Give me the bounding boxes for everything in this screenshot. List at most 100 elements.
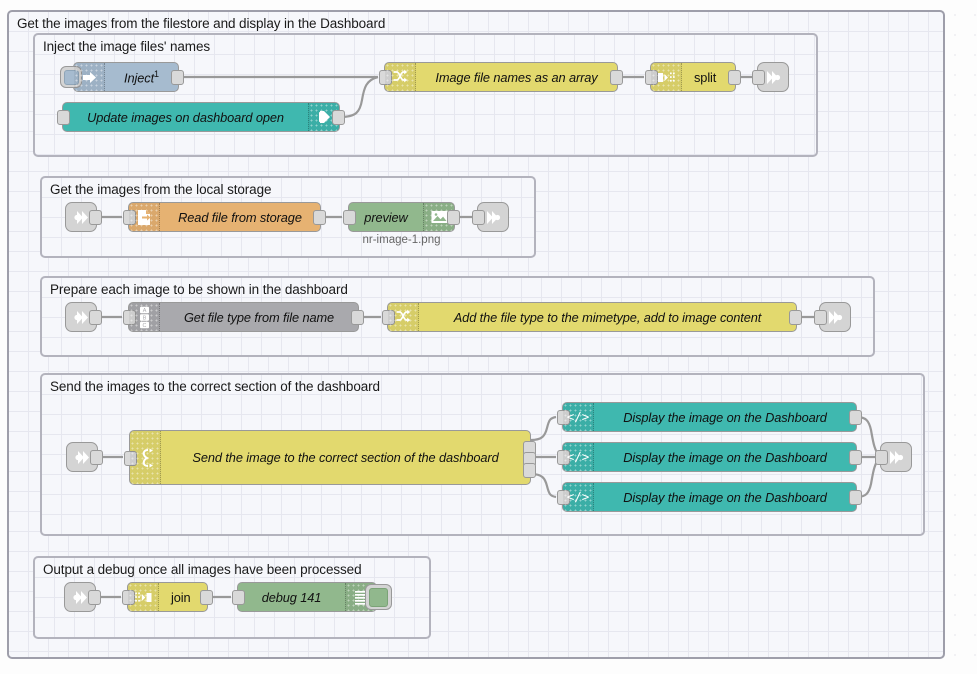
- code-template-icon: </>: [563, 483, 594, 511]
- join-icon: [128, 583, 159, 611]
- group-label-outer: Get the images from the filestore and di…: [17, 16, 386, 31]
- node-debug-label: debug 141: [261, 589, 322, 605]
- split-output-port[interactable]: [728, 70, 741, 85]
- function-shuffle-icon: [388, 303, 419, 331]
- node-add-mimetype[interactable]: Add the file type to the mimetype, add t…: [382, 302, 802, 332]
- get-file-type-input-port[interactable]: [123, 310, 136, 325]
- link-in-icon: [72, 590, 87, 604]
- node-file-read[interactable]: Read file from storage: [123, 202, 326, 232]
- get-file-type-output-port[interactable]: [351, 310, 364, 325]
- preview-filename-sublabel: nr-image-1.png: [362, 234, 441, 246]
- template-1-output-port[interactable]: [849, 410, 862, 425]
- file-read-output-port[interactable]: [313, 210, 326, 225]
- svg-text:</>: </>: [567, 410, 589, 424]
- debug-toggle-face: [369, 587, 388, 607]
- link-out-icon: [486, 210, 500, 224]
- template-3-output-port[interactable]: [849, 490, 862, 505]
- node-link-out-2[interactable]: [472, 202, 509, 232]
- preview-input-port[interactable]: [343, 210, 356, 225]
- node-ui-control-label: Update images on dashboard open: [87, 109, 284, 125]
- link-in-3-output-port[interactable]: [90, 450, 103, 465]
- group-label-inject: Inject the image files' names: [43, 39, 211, 54]
- node-link-out-4[interactable]: [875, 442, 912, 472]
- node-split[interactable]: split: [645, 62, 741, 92]
- image-preview-icon: [423, 203, 454, 231]
- link-out-icon: [766, 70, 780, 84]
- function-shuffle-icon: [385, 63, 416, 91]
- template-2-output-port[interactable]: [849, 450, 862, 465]
- node-link-in-2[interactable]: [65, 302, 102, 332]
- link-in-4-output-port[interactable]: [88, 590, 101, 605]
- node-ui-template-3[interactable]: </> Display the image on the Dashboard: [557, 482, 862, 512]
- join-output-port[interactable]: [200, 590, 213, 605]
- debug-enable-toggle[interactable]: [365, 584, 392, 610]
- node-ui-template-1[interactable]: </> Display the image on the Dashboard: [557, 402, 862, 432]
- link-in-1-output-port[interactable]: [89, 210, 102, 225]
- function-names-output-port[interactable]: [610, 70, 623, 85]
- node-ui-template-2-label: Display the image on the Dashboard: [623, 449, 827, 465]
- node-link-in-1[interactable]: [65, 202, 102, 232]
- inject-trigger-button[interactable]: [60, 66, 82, 88]
- svg-text:</>: </>: [567, 450, 589, 464]
- inject-output-port[interactable]: [171, 70, 184, 85]
- node-join[interactable]: join: [122, 582, 213, 612]
- node-get-file-type[interactable]: A B C Get file type from file name: [123, 302, 364, 332]
- group-label-storage: Get the images from the local storage: [50, 182, 272, 197]
- join-input-port[interactable]: [122, 590, 135, 605]
- node-ui-control[interactable]: Update images on dashboard open: [57, 102, 345, 132]
- add-mimetype-output-port[interactable]: [789, 310, 802, 325]
- node-function-image-names[interactable]: Image file names as an array: [379, 62, 623, 92]
- node-link-in-3[interactable]: [66, 442, 103, 472]
- link-in-2-output-port[interactable]: [89, 310, 102, 325]
- code-template-icon: </>: [563, 403, 594, 431]
- file-icon: [129, 203, 160, 231]
- group-inject-names[interactable]: Inject the image files' names: [33, 33, 818, 157]
- inject-arrow-icon: [74, 63, 105, 91]
- abc-switch-icon: A B C: [129, 303, 160, 331]
- link-out-3-input-port[interactable]: [814, 310, 827, 325]
- debug-input-port[interactable]: [232, 590, 245, 605]
- template-2-input-port[interactable]: [557, 450, 570, 465]
- template-1-input-port[interactable]: [557, 410, 570, 425]
- node-preview-label: preview: [364, 209, 408, 225]
- link-out-2-input-port[interactable]: [472, 210, 485, 225]
- preview-output-port[interactable]: [447, 210, 460, 225]
- node-ui-template-3-label: Display the image on the Dashboard: [623, 489, 827, 505]
- code-template-icon: </>: [563, 443, 594, 471]
- file-read-input-port[interactable]: [123, 210, 136, 225]
- node-join-label: join: [171, 589, 191, 605]
- svg-text:A: A: [142, 308, 146, 314]
- template-3-input-port[interactable]: [557, 490, 570, 505]
- group-label-debug: Output a debug once all images have been…: [43, 562, 362, 577]
- node-ui-template-2[interactable]: </> Display the image on the Dashboard: [557, 442, 862, 472]
- link-in-icon: [73, 310, 88, 324]
- ui-control-output-port[interactable]: [332, 110, 345, 125]
- node-debug[interactable]: debug 141: [232, 582, 392, 612]
- node-send-switch-label: Send the image to the correct section of…: [192, 450, 499, 465]
- node-function-image-names-label: Image file names as an array: [435, 69, 598, 85]
- link-in-icon: [73, 210, 88, 224]
- node-image-preview[interactable]: preview: [343, 202, 460, 232]
- node-inject[interactable]: Inject1: [60, 62, 184, 92]
- send-switch-input-port[interactable]: [124, 450, 137, 466]
- node-link-out-1[interactable]: [752, 62, 789, 92]
- link-in-icon: [74, 450, 89, 464]
- inject-button-face: [63, 69, 79, 85]
- link-out-1-input-port[interactable]: [752, 70, 765, 85]
- node-ui-template-1-label: Display the image on the Dashboard: [623, 409, 827, 425]
- add-mimetype-input-port[interactable]: [382, 310, 395, 325]
- link-out-4-input-port[interactable]: [875, 450, 888, 465]
- send-switch-output-port-3[interactable]: [523, 463, 536, 478]
- ui-control-input-port[interactable]: [57, 110, 70, 125]
- function-names-input-port[interactable]: [379, 70, 392, 85]
- link-out-icon: [828, 310, 842, 324]
- node-link-out-3[interactable]: [814, 302, 851, 332]
- node-send-switch[interactable]: Send the image to the correct section of…: [124, 430, 536, 485]
- node-link-in-4[interactable]: [64, 582, 101, 612]
- split-icon: [651, 63, 682, 91]
- svg-text:B: B: [142, 315, 146, 321]
- node-add-mimetype-label: Add the file type to the mimetype, add t…: [453, 309, 762, 325]
- node-file-read-label: Read file from storage: [178, 209, 302, 225]
- group-label-prepare: Prepare each image to be shown in the da…: [50, 282, 348, 297]
